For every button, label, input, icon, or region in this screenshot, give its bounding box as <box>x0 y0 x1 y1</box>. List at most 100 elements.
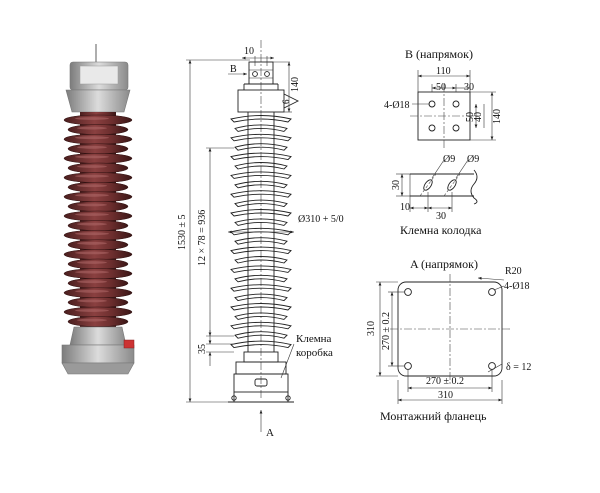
photo-shed-highlight <box>75 289 109 293</box>
photo-shed <box>67 201 129 212</box>
photo-shed-highlight <box>77 184 107 188</box>
elev-dim-shed-pitch: 12 × 78 = 936 <box>197 210 208 266</box>
elevation-shed <box>230 115 292 123</box>
elevation-drawing <box>186 40 300 432</box>
view-b-dim-v140: 140 <box>492 109 503 124</box>
elevation-shed <box>234 331 288 339</box>
arrester-photo <box>61 44 135 375</box>
photo-shed <box>67 239 129 251</box>
photo-shed-highlight <box>77 299 107 303</box>
terminal-dim-10: 10 <box>400 202 410 213</box>
elev-dim-6: 6 <box>281 99 291 104</box>
view-a-title: A (напрямок) <box>410 257 478 271</box>
elev-dim-total: 1530 ± 5 <box>177 215 188 251</box>
terminal-hole-1: Ø9 <box>443 154 455 165</box>
elevation-shed <box>234 274 288 283</box>
photo-shed-highlight <box>75 155 109 159</box>
photo-shed <box>63 153 133 164</box>
elevation-shed <box>230 303 292 311</box>
elevation-shed <box>234 218 288 226</box>
view-b-dim-v50: 50 <box>465 112 476 122</box>
elev-dim-140: 140 <box>290 77 301 92</box>
photo-shed-highlight <box>77 241 107 245</box>
view-b-dim-50: 50 <box>436 82 446 93</box>
view-a-dim-310h: 310 <box>438 390 453 401</box>
elev-dim-shed-dia: Ø310 + 5/0 <box>298 214 344 225</box>
photo-shed-highlight <box>75 174 109 178</box>
photo-shed-highlight <box>75 309 109 312</box>
photo-shed-highlight <box>75 117 109 120</box>
terminal-dim-30h: 30 <box>436 211 446 222</box>
photo-shed <box>63 210 133 222</box>
view-a-dim-310v: 310 <box>366 321 377 336</box>
elevation-shed <box>230 284 292 292</box>
photo-shed-highlight <box>77 165 107 168</box>
photo-shed-highlight <box>77 318 107 322</box>
photo-shed <box>63 287 133 299</box>
photo-shed <box>63 249 133 260</box>
photo-shed <box>63 172 133 183</box>
view-b-dim-top: 110 <box>436 66 451 77</box>
elevation-shed <box>234 124 288 132</box>
terminal-block-drawing <box>396 159 478 212</box>
photo-shed-highlight <box>77 126 107 130</box>
photo-shed-highlight <box>75 251 109 255</box>
elev-b-marker: B <box>230 64 237 75</box>
photo-shed-highlight <box>75 270 109 274</box>
view-a-dim-270v: 270 ± 0.2 <box>381 312 392 350</box>
photo-shed <box>67 162 129 174</box>
elevation-shed <box>234 143 288 151</box>
photo-shed <box>67 181 129 193</box>
photo-shed <box>67 297 129 308</box>
elevation-shed <box>230 152 292 161</box>
elevation-shed <box>230 321 292 330</box>
mounting-flange-caption: Монтажний фланець <box>380 409 487 423</box>
view-b-dim-30: 30 <box>464 82 474 93</box>
elev-dim-top-width: 10 <box>244 46 254 57</box>
elevation-shed <box>230 340 292 349</box>
elev-dim-base-gap: 35 <box>197 344 208 354</box>
photo-shed <box>63 306 133 318</box>
photo-shed <box>63 268 133 279</box>
photo-shed-highlight <box>77 145 107 149</box>
view-b-title: B (напрямок) <box>405 47 473 61</box>
photo-shed-highlight <box>77 261 107 264</box>
photo-shed <box>67 258 129 270</box>
elevation-shed <box>234 199 288 208</box>
photo-shed <box>67 316 129 327</box>
photo-shed-highlight <box>77 280 107 284</box>
view-a-drawing <box>376 274 510 404</box>
photo-shed <box>63 114 133 126</box>
elevation-shed <box>234 293 288 302</box>
elevation-shed <box>230 133 292 142</box>
elevation-shed <box>230 190 292 198</box>
terminal-dim-30v: 30 <box>391 180 402 190</box>
photo-shed <box>63 133 133 145</box>
terminal-box-label-line1: Клемна <box>296 333 332 345</box>
elev-arrow-a: A <box>266 427 274 439</box>
photo-shed-highlight <box>75 136 109 140</box>
terminal-block-title: Клемна колодка <box>400 223 482 237</box>
view-a-dim-270h: 270 ± 0.2 <box>426 376 464 387</box>
view-a-thickness: δ = 12 <box>506 362 531 373</box>
photo-shed <box>63 229 133 241</box>
photo-shed-highlight <box>77 203 107 207</box>
elevation-shed <box>230 209 292 217</box>
terminal-box-label-line2: коробка <box>296 347 333 359</box>
elevation-shed <box>230 246 292 255</box>
view-a-radius: R20 <box>505 266 522 277</box>
photo-shed-highlight <box>75 213 109 216</box>
photo-shed <box>67 124 129 135</box>
elevation-shed <box>234 312 288 320</box>
photo-shed-highlight <box>75 232 109 236</box>
photo-shed-highlight <box>75 193 109 197</box>
photo-shed <box>63 191 133 203</box>
elevation-shed <box>234 237 288 245</box>
photo-shed-highlight <box>77 222 107 226</box>
photo-shed <box>67 277 129 289</box>
photo-shed <box>67 143 129 155</box>
view-b-dim-holes: 4-Ø18 <box>384 100 410 111</box>
elevation-shed <box>234 180 288 189</box>
photo-shed <box>67 220 129 231</box>
